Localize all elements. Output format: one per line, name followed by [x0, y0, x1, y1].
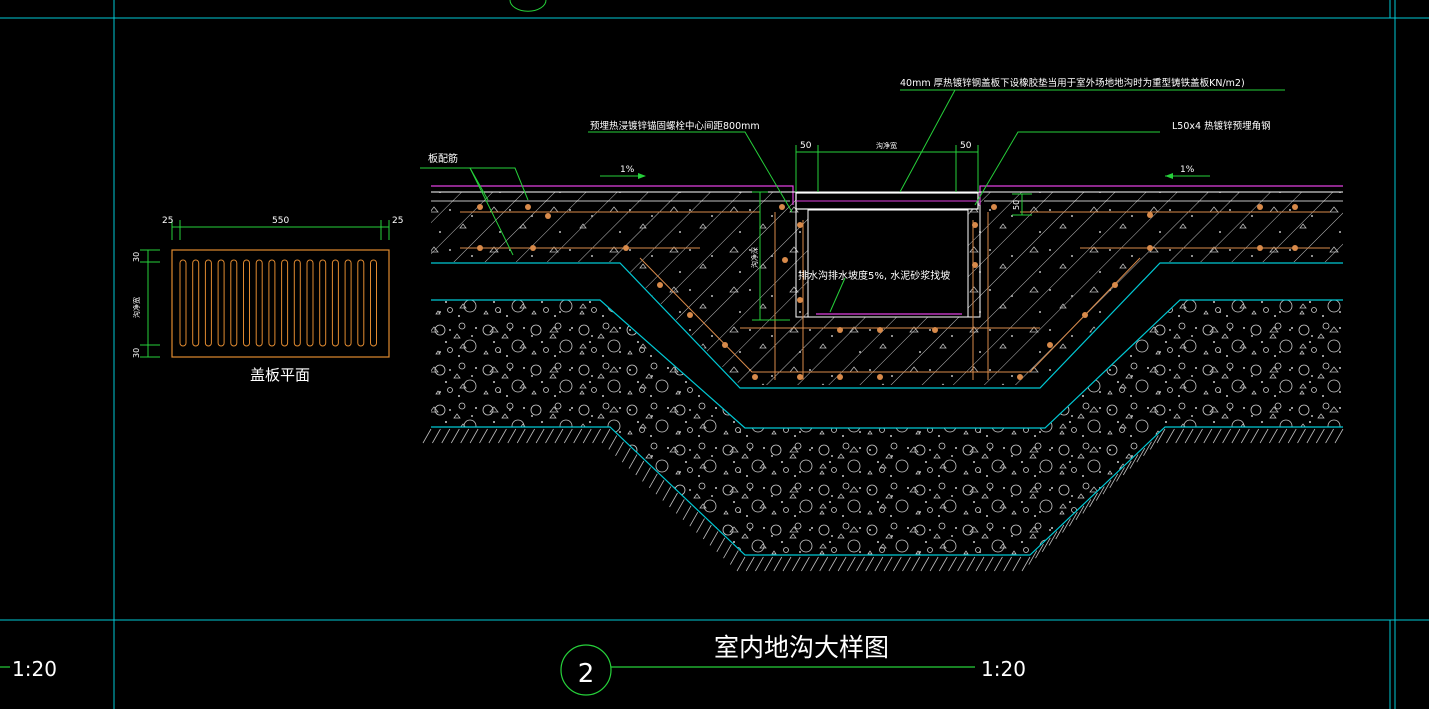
cover-dim-side: 沟净宽 [132, 297, 141, 318]
drawing-scale: 1:20 [981, 657, 1026, 681]
rebar-dot [837, 327, 843, 333]
label-bolt: 预埋热浸镀锌锚固螺栓中心间距800mm [590, 120, 760, 132]
rebar-dot [1257, 245, 1263, 251]
cover-dim-left: 25 [162, 216, 173, 226]
cover-dim-width: 550 [272, 216, 289, 226]
rebar-dot [797, 222, 803, 228]
slope-right: 1% [1180, 165, 1195, 175]
cover-slot [293, 259, 301, 347]
rebar-dot [877, 327, 883, 333]
rebar-dot [545, 213, 551, 219]
cover-slot [255, 259, 263, 347]
rebar-dot [1082, 312, 1088, 318]
cover-slot [230, 259, 238, 347]
rebar-dot [877, 374, 883, 380]
rebar-dot [837, 374, 843, 380]
cover-slot [281, 259, 289, 347]
rebar-dot [1292, 204, 1298, 210]
rebar-dot [623, 245, 629, 251]
rebar-lines [460, 211, 1330, 380]
rebar-dot [932, 327, 938, 333]
rebar-dot [722, 342, 728, 348]
trench-void [807, 209, 969, 318]
rebar-dot [1112, 282, 1118, 288]
cover-slot [357, 259, 365, 347]
gravel-bed-speck [431, 300, 1343, 555]
cover-slot [268, 259, 276, 347]
dim-50-right: 50 [960, 141, 972, 151]
rebar-dot [1292, 245, 1298, 251]
label-angle: L50x4 热镀锌预埋角钢 [1172, 120, 1271, 132]
rebar-dot [1017, 374, 1023, 380]
rebar-dot [972, 222, 978, 228]
detail-number-circle [560, 644, 612, 696]
rebar-dot [477, 204, 483, 210]
rebar-dot [1147, 212, 1153, 218]
rebar-dot [797, 297, 803, 303]
cover-plan-dimensions [140, 220, 390, 358]
rebar-dot [752, 374, 758, 380]
rebar-dot [782, 257, 788, 263]
cover-dim-bottom: 30 [132, 348, 141, 358]
cover-dim-right: 25 [392, 216, 403, 226]
rebar-dot [525, 204, 531, 210]
dim-depth: 沟净深 [750, 247, 759, 268]
cover-slot [319, 259, 327, 347]
dim-50-left: 50 [800, 141, 812, 151]
rebar-dot [1257, 204, 1263, 210]
cover-slot [179, 259, 187, 347]
cover-plate-slots [179, 259, 377, 347]
cover-slot [192, 259, 200, 347]
cover-slot [243, 259, 250, 347]
rebar-dot [530, 245, 536, 251]
title-block: 2 室内地沟大样图 1:20 1:20 [0, 633, 1026, 696]
label-cover-plate: 40mm 厚热镀锌钢盖板下设橡胶垫当用于室外场地地沟时为重型铸铁盖板KN/m2) [900, 77, 1245, 89]
rebar-dot [1047, 342, 1053, 348]
label-drain: 排水沟排水坡度5%, 水泥砂浆找坡 [798, 269, 950, 282]
cover-dim-top: 30 [132, 252, 141, 262]
rebar-dots [477, 204, 1298, 380]
rebar-dot [1147, 245, 1153, 251]
dim-clear-width: 沟净宽 [876, 141, 897, 150]
layer-boundaries [431, 262, 1343, 556]
cover-slot [306, 259, 314, 347]
label-rebar: 板配筋 [428, 152, 458, 165]
left-scale: 1:20 [12, 657, 57, 681]
slope-left: 1% [620, 165, 635, 175]
rebar-dot [477, 245, 483, 251]
drawing-title: 室内地沟大样图 [714, 633, 889, 662]
section-dimensions [420, 89, 1285, 321]
dim-50-vertical: 50 [1012, 200, 1021, 210]
rebar-dot [687, 312, 693, 318]
cover-slot [344, 259, 352, 347]
rebar-dot [779, 204, 785, 210]
rebar-dot [972, 262, 978, 268]
rebar-dot [657, 282, 663, 288]
cover-plate-plan: 25 550 25 30 沟净宽 30 盖板平面 [132, 216, 403, 384]
cover-slot [204, 259, 212, 347]
trench-section: 40mm 厚热镀锌钢盖板下设橡胶垫当用于室外场地地沟时为重型铸铁盖板KN/m2)… [420, 77, 1344, 572]
detail-number: 2 [578, 659, 595, 689]
rebar-dot [991, 204, 997, 210]
rebar-dot [797, 374, 803, 380]
finish-surface [431, 185, 1343, 205]
cover-slot [370, 259, 377, 347]
soil-hatch [422, 428, 1344, 572]
cover-slot [331, 259, 339, 347]
cover-plan-title: 盖板平面 [250, 366, 310, 384]
cover-slot [217, 259, 225, 347]
